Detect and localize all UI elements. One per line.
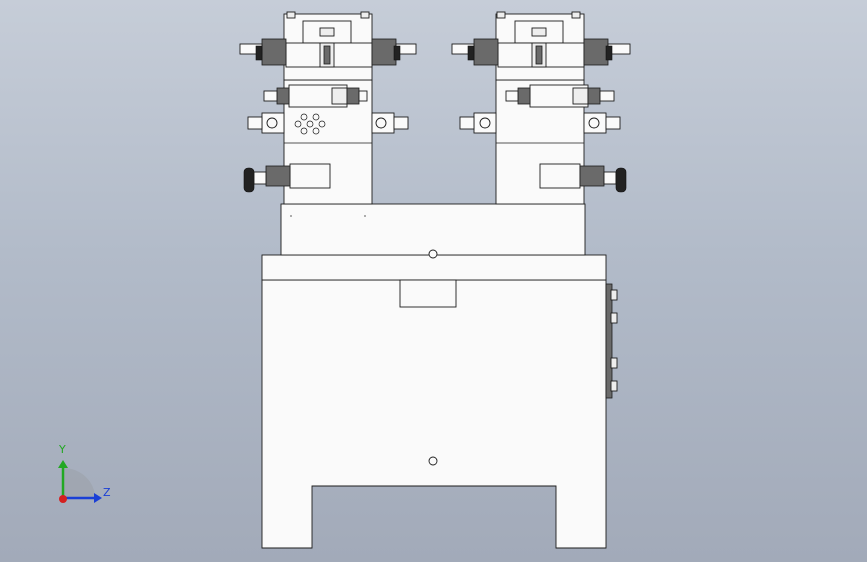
triad-y-label: Y <box>59 443 66 456</box>
triad-x-axis-dot <box>59 495 67 503</box>
triad-z-label: Z <box>103 486 111 499</box>
orientation-triad <box>58 460 102 503</box>
left-valve-column[interactable] <box>239 11 417 205</box>
side-flange[interactable] <box>605 283 618 399</box>
right-valve-column[interactable] <box>451 11 631 205</box>
base-block[interactable] <box>261 203 607 549</box>
triad-y-arrow <box>58 460 68 468</box>
triad-view-quadrant <box>63 468 95 498</box>
triad-z-arrow <box>94 493 102 503</box>
